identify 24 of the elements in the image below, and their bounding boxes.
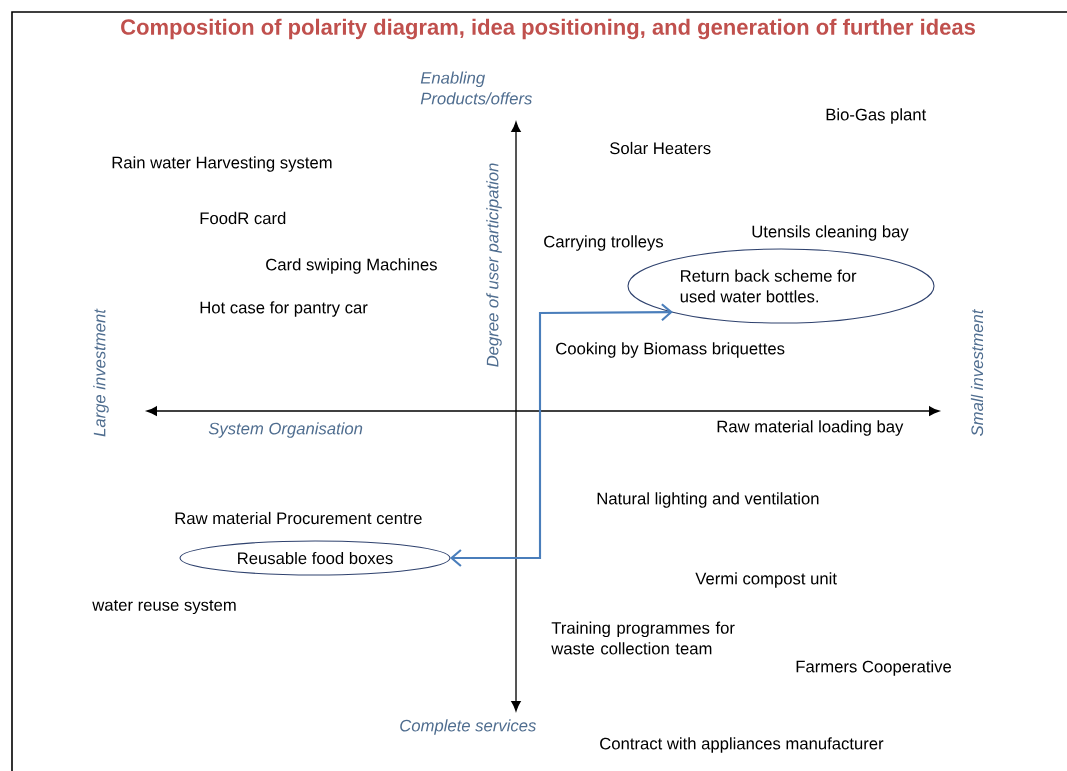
idea-text: Card swiping Machines (266, 258, 437, 274)
idea-text: water reuse system (92, 599, 236, 615)
idea-text: Raw material loading bay (717, 420, 904, 436)
idea-text: Farmers Cooperative (796, 660, 952, 676)
axis-label: Degree of user participation (486, 163, 502, 367)
idea-text: Cooking by Biomass briquettes (556, 342, 785, 358)
idea-text: Rain water Harvesting system (112, 156, 332, 172)
idea-text: Contract with appliances manufacturer (600, 737, 884, 753)
connector-arrow (449, 303, 673, 567)
idea-text: Solar Heaters (610, 141, 711, 155)
idea-text: Bio-Gas plant (826, 108, 927, 124)
idea-text: Training programmes for waste collection team (551, 621, 735, 655)
axis-label: Large investment (93, 308, 109, 437)
idea-text: Carrying trolleys (544, 235, 664, 251)
title: Composition of polarity diagram, idea positioning, and generation of further ideas (121, 18, 975, 40)
idea-text: FoodR card (200, 211, 286, 225)
idea-text: Natural lighting and ventilation (597, 492, 819, 508)
axis-label: System Organisation (208, 422, 363, 438)
axis-label: Enabling Products/offers (420, 71, 532, 105)
idea-text: Vermi compost unit (695, 572, 837, 588)
idea-text: Hot case for pantry car (200, 301, 368, 317)
axis-label: Complete services (400, 719, 536, 735)
idea-text: Raw material Procurement centre (175, 511, 422, 525)
axis-label: Small investment (970, 309, 984, 436)
